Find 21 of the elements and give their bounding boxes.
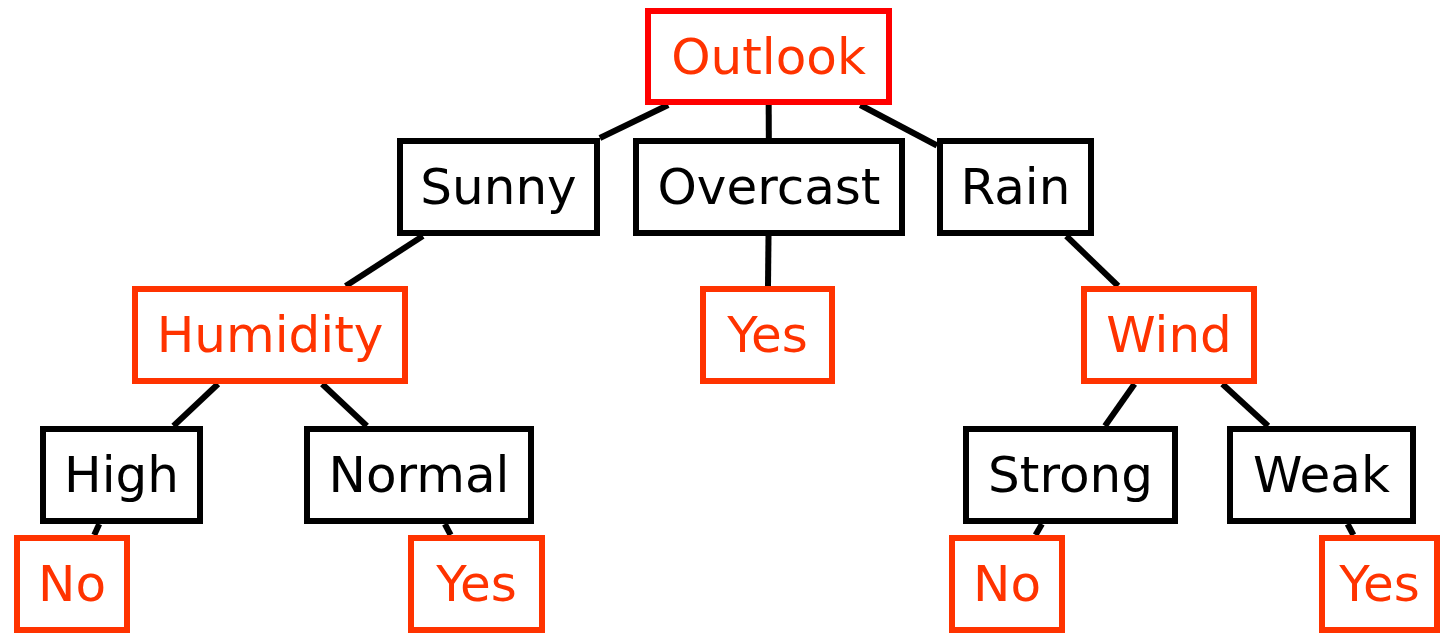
value-box: Strong [963, 426, 1178, 524]
attribute-box: Humidity [132, 286, 408, 384]
attribute-box: No [949, 535, 1065, 633]
connector-line [765, 105, 772, 138]
value-box: Weak [1227, 426, 1416, 524]
value-box: Overcast [633, 138, 905, 236]
connector-line [91, 522, 102, 537]
connector-line [442, 522, 454, 537]
attribute-box: Wind [1081, 286, 1257, 384]
value-box: Sunny [397, 138, 600, 236]
connector-line [765, 235, 772, 287]
value-box: Normal [304, 426, 534, 524]
value-box: High [40, 426, 203, 524]
value-box: Rain [937, 138, 1094, 236]
attribute-box: Yes [1319, 535, 1440, 633]
attribute-box: Yes [408, 535, 545, 633]
connector-line [1102, 382, 1137, 428]
attribute-box: Yes [700, 286, 835, 384]
connector-line [1032, 522, 1045, 537]
attribute-box: No [14, 535, 130, 633]
root-attribute-box: Outlook [645, 8, 892, 105]
